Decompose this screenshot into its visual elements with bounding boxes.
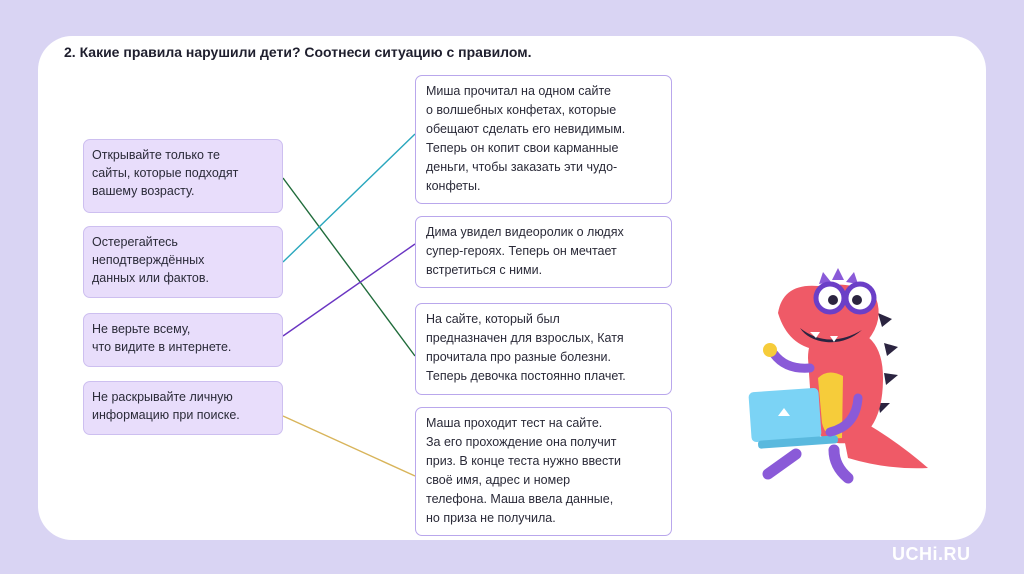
connector-line-3 bbox=[282, 243, 416, 337]
rule-card-1[interactable]: Открывайте только те сайты, которые подх… bbox=[83, 139, 283, 213]
task-title: 2. Какие правила нарушили дети? Соотнеси… bbox=[64, 44, 532, 60]
rule-card-3[interactable]: Не верьте всему, что видите в интернете. bbox=[83, 313, 283, 367]
uchi-logo: UCHi.RU bbox=[892, 544, 971, 564]
dinosaur-mascot-icon bbox=[748, 268, 928, 484]
rule-card-4[interactable]: Не раскрывайте личную информацию при пои… bbox=[83, 381, 283, 435]
situation-card-3[interactable]: На сайте, который был предназначен для в… bbox=[415, 303, 672, 395]
connector-line-4 bbox=[282, 415, 416, 477]
situation-card-2[interactable]: Дима увидел видеоролик о людях супер-гер… bbox=[415, 216, 672, 288]
situation-card-1[interactable]: Миша прочитал на одном сайте о волшебных… bbox=[415, 75, 672, 204]
rule-card-2[interactable]: Остерегайтесь неподтверждённых данных ил… bbox=[83, 226, 283, 298]
connector-line-1 bbox=[282, 177, 416, 357]
situation-card-4[interactable]: Маша проходит тест на сайте. За его прох… bbox=[415, 407, 672, 536]
connector-line-2 bbox=[282, 133, 416, 263]
